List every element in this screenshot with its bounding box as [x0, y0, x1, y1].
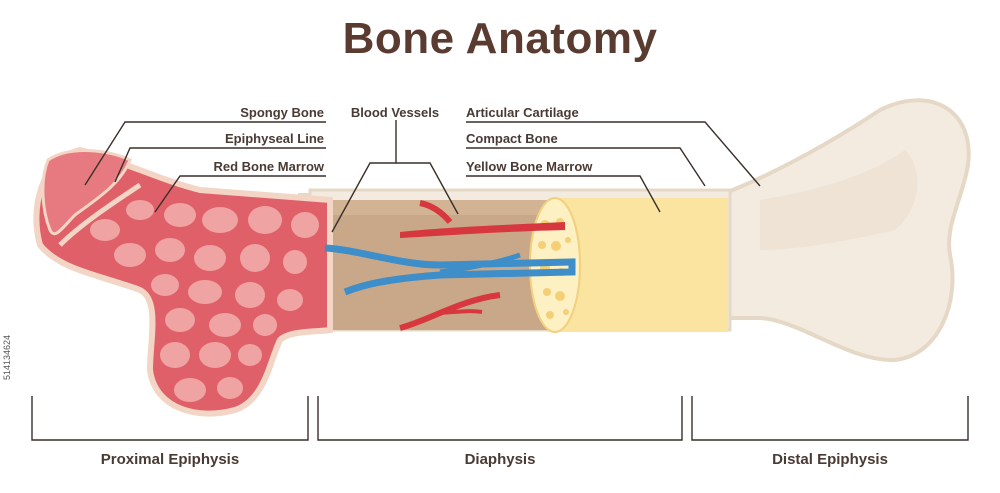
stock-id: 514134624	[2, 334, 12, 380]
label-red-bone-marrow: Red Bone Marrow	[213, 159, 324, 174]
spongy-trabeculae	[90, 200, 319, 402]
vein	[324, 244, 576, 296]
label-yellow-bone-marrow: Yellow Bone Marrow	[466, 159, 593, 174]
diagram-title: Bone Anatomy	[342, 14, 658, 63]
label-blood-vessels: Blood Vessels	[351, 105, 439, 120]
artery-lower	[399, 292, 501, 331]
artery-upper	[400, 222, 565, 238]
region-proximal-epiphysis: Proximal Epiphysis	[101, 451, 239, 468]
label-articular-cartilage: Articular Cartilage	[466, 105, 579, 120]
label-spongy-bone: Spongy Bone	[240, 105, 324, 120]
label-epiphyseal-line: Epiphyseal Line	[225, 131, 324, 146]
label-compact-bone: Compact Bone	[466, 131, 558, 146]
region-brackets	[31, 396, 969, 441]
spongy-cap	[41, 149, 132, 236]
distal-highlight	[760, 150, 918, 250]
yellow-marrow	[538, 198, 728, 332]
epiphyseal-line	[58, 182, 142, 247]
region-diaphysis: Diaphysis	[465, 451, 536, 468]
leader-lines	[84, 120, 761, 233]
region-distal-epiphysis: Distal Epiphysis	[772, 451, 888, 468]
